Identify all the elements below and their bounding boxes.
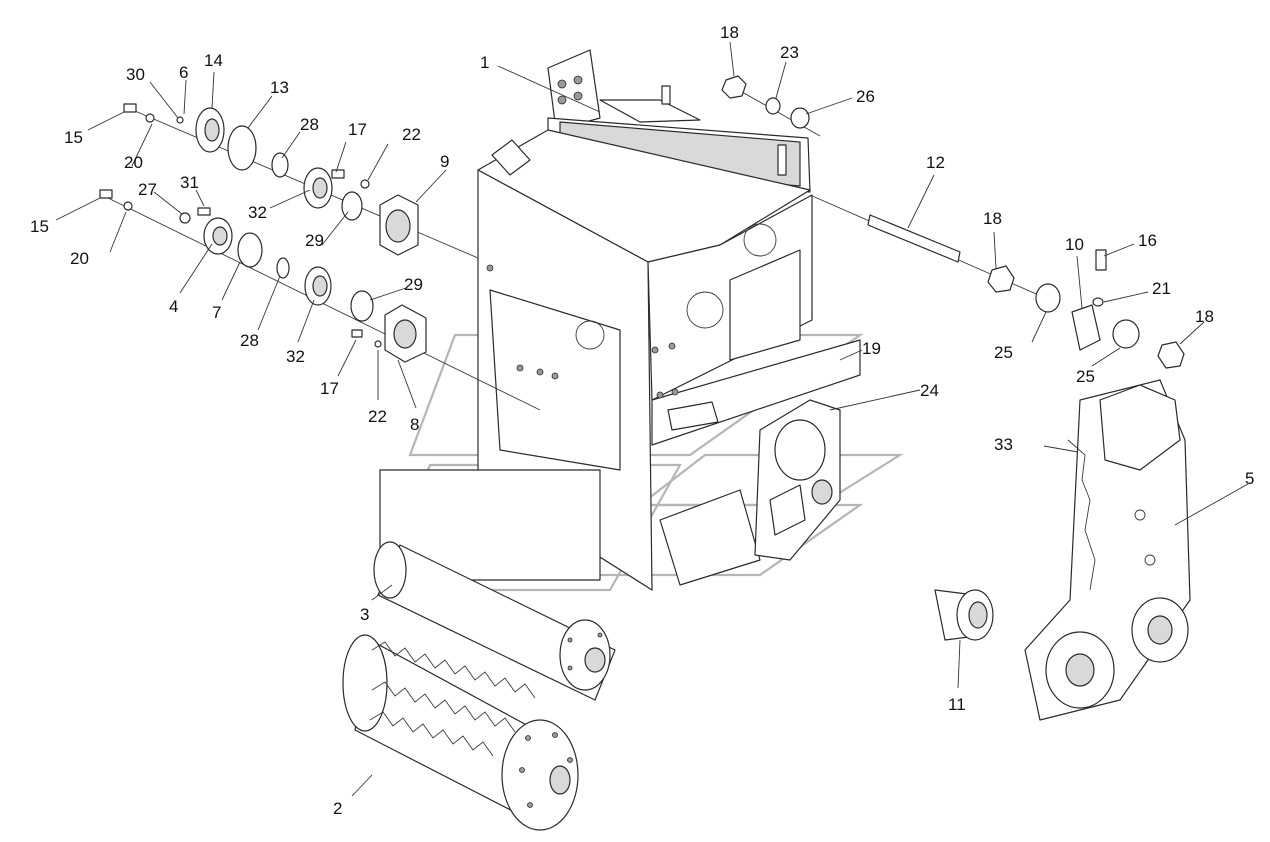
left-bearing-stack-lower xyxy=(99,189,541,411)
callout-27: 27 xyxy=(138,180,157,199)
callout-32b: 32 xyxy=(286,347,305,366)
callout-22b: 22 xyxy=(368,407,387,426)
callout-8: 8 xyxy=(410,415,419,434)
callout-3: 3 xyxy=(360,605,369,624)
callout-15a: 15 xyxy=(64,128,83,147)
callout-18b: 18 xyxy=(983,209,1002,228)
cylinder-3 xyxy=(373,541,616,701)
callout-18a: 18 xyxy=(720,23,739,42)
callout-5: 5 xyxy=(1245,469,1254,488)
callout-4: 4 xyxy=(169,297,178,316)
callout-33: 33 xyxy=(994,435,1013,454)
callout-25b: 25 xyxy=(1076,367,1095,386)
callout-22a: 22 xyxy=(402,125,421,144)
bushing-11 xyxy=(934,589,994,641)
callout-12: 12 xyxy=(926,153,945,172)
callout-20b: 20 xyxy=(70,249,89,268)
top-fasteners xyxy=(721,75,821,137)
callout-31: 31 xyxy=(180,173,199,192)
callout-1: 1 xyxy=(480,53,489,72)
callout-29a: 29 xyxy=(305,231,324,250)
callout-28b: 28 xyxy=(240,331,259,350)
callout-15b: 15 xyxy=(30,217,49,236)
callout-19: 19 xyxy=(862,339,881,358)
callout-11: 11 xyxy=(948,695,966,714)
callout-17b: 17 xyxy=(320,379,339,398)
left-bearing-stack-upper xyxy=(123,103,479,259)
callout-10: 10 xyxy=(1065,235,1084,254)
callout-29b: 29 xyxy=(404,275,423,294)
callout-16: 16 xyxy=(1138,231,1157,250)
gearbox-5 xyxy=(1024,379,1191,721)
callout-2: 2 xyxy=(333,799,342,818)
side-plate-24 xyxy=(754,399,841,561)
shaft-12 xyxy=(809,194,1185,369)
callout-leaders xyxy=(55,41,1249,797)
callout-14: 14 xyxy=(204,51,223,70)
callout-28a: 28 xyxy=(300,115,319,134)
callout-13: 13 xyxy=(270,78,289,97)
callout-25a: 25 xyxy=(994,343,1013,362)
callout-21: 21 xyxy=(1152,279,1171,298)
callout-20a: 20 xyxy=(124,153,143,172)
callout-26: 26 xyxy=(856,87,875,106)
callout-labels: 1 2 3 4 5 6 7 8 9 10 11 12 13 14 15 15 1… xyxy=(30,23,1254,818)
callout-24: 24 xyxy=(920,381,939,400)
callout-30: 30 xyxy=(126,65,145,84)
callout-23: 23 xyxy=(780,43,799,62)
main-frame xyxy=(379,49,861,591)
callout-18c: 18 xyxy=(1195,307,1214,326)
callout-32a: 32 xyxy=(248,203,267,222)
callout-9: 9 xyxy=(440,152,449,171)
knife-drum-2 xyxy=(342,634,579,831)
callout-17a: 17 xyxy=(348,120,367,139)
callout-6: 6 xyxy=(179,63,188,82)
callout-7: 7 xyxy=(212,303,221,322)
